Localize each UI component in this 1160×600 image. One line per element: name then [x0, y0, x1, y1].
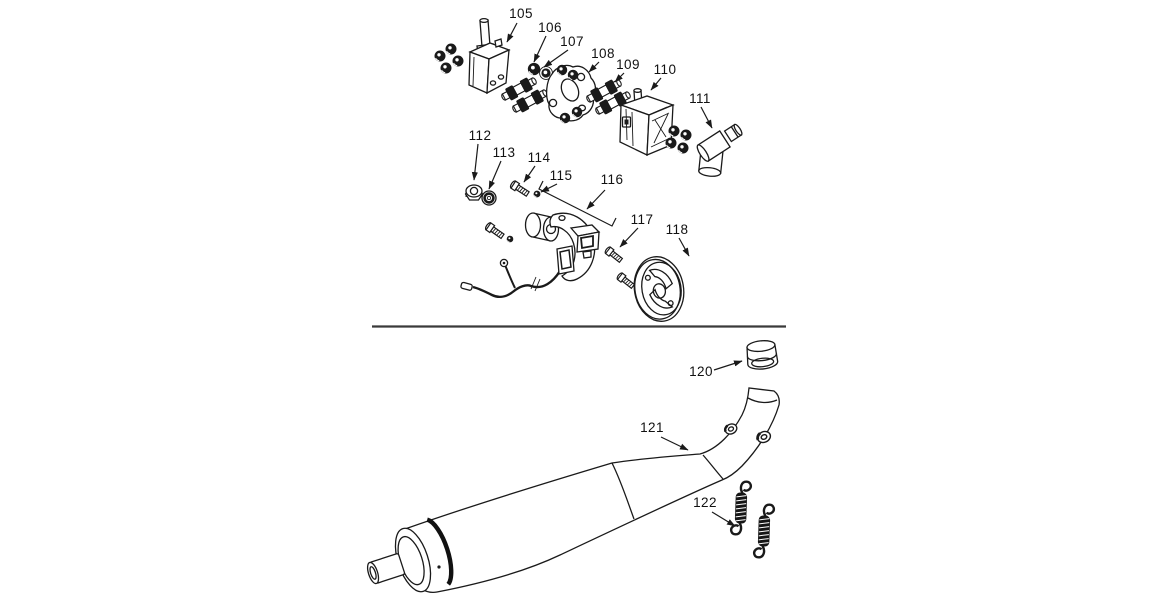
part-label-115: 115	[550, 168, 573, 183]
callout-labels: 105 106 107 108 109 110 111 112 113 114 …	[469, 6, 717, 510]
coil-isolator-mounts	[498, 74, 551, 116]
part-108-gasket	[545, 64, 597, 124]
part-label-118: 118	[666, 222, 689, 237]
part-113-washer	[481, 190, 497, 206]
part-label-108: 108	[591, 46, 615, 61]
part-label-122: 122	[693, 495, 717, 510]
part-115-nut	[533, 190, 541, 198]
part-117-bolts	[603, 245, 636, 291]
part-label-109: 109	[616, 57, 640, 72]
part-label-117: 117	[631, 212, 654, 227]
part-114-bolt	[508, 179, 531, 199]
part-label-110: 110	[654, 62, 677, 77]
part-122-springs	[729, 479, 776, 560]
part-label-116: 116	[601, 172, 624, 187]
part-112-hex-nut	[464, 184, 484, 201]
part-label-107: 107	[560, 34, 584, 49]
coil-mounting-nuts	[434, 43, 464, 74]
part-105-ignition-coil	[468, 17, 511, 95]
pipe-spring-hook	[723, 423, 738, 435]
part-label-112: 112	[469, 128, 492, 143]
stator-bolt	[483, 221, 514, 243]
part-118-flywheel-cover	[633, 256, 685, 322]
part-label-120: 120	[689, 364, 713, 379]
part-120-exhaust-collar	[746, 340, 779, 370]
callout-leaders	[471, 22, 743, 527]
carb-mounting-nuts	[665, 125, 692, 154]
part-label-106: 106	[538, 20, 562, 35]
part-label-111: 111	[689, 91, 711, 106]
part-110-carburetor	[619, 88, 675, 157]
part-111-spark-plug-cap	[696, 123, 743, 177]
part-label-105: 105	[509, 6, 533, 21]
part-label-121: 121	[640, 420, 664, 435]
pipe-spring-hook	[756, 430, 772, 444]
part-116-stator-assembly	[460, 212, 601, 299]
part-121-exhaust-muffler	[366, 387, 780, 593]
part-106-nut	[527, 62, 541, 76]
part-label-113: 113	[493, 145, 516, 160]
part-label-114: 114	[528, 150, 551, 165]
